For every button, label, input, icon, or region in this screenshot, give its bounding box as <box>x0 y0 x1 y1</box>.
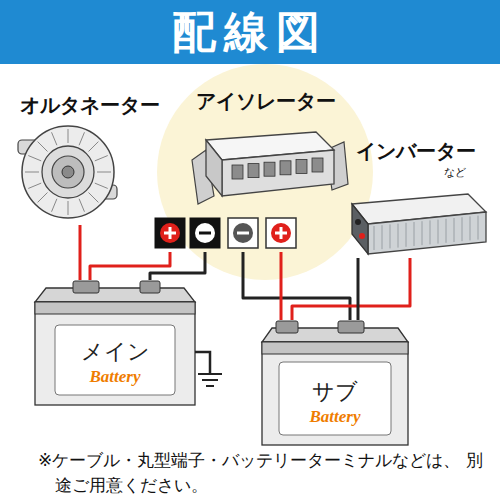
main-battery-picture <box>35 281 222 405</box>
wire <box>292 258 410 320</box>
node-sublabel: など <box>444 165 492 180</box>
node-label: アイソレーター <box>196 88 336 115</box>
isolator: アイソレーター <box>180 88 352 252</box>
alternator: オルタネーター <box>12 92 168 225</box>
inverter-picture <box>352 194 486 254</box>
node-sublabel: Battery <box>90 367 141 387</box>
isolator-picture <box>192 132 348 204</box>
wire <box>280 252 283 320</box>
title-band <box>0 0 500 64</box>
wire <box>79 225 82 280</box>
sub-battery-picture <box>262 321 408 445</box>
node-label: メイン <box>81 337 150 367</box>
main-battery: メインBattery <box>35 280 195 405</box>
wire <box>90 252 170 280</box>
highlight-circle <box>157 64 373 280</box>
caption-note: ※ケーブル・丸型端子・バッテリーターミナルなどは、 別途ご用意ください。 <box>38 448 488 497</box>
node-sublabel: Battery <box>310 407 361 427</box>
wire <box>357 258 360 320</box>
inverter: インバーターなど <box>340 138 492 258</box>
node-label: インバーター <box>356 138 476 165</box>
node-label: サブ <box>312 377 358 407</box>
node-label: オルタネーター <box>20 92 160 119</box>
alternator-picture <box>18 126 117 218</box>
sub-battery: サブBattery <box>262 320 408 445</box>
wire <box>150 252 205 280</box>
terminal-icons <box>155 218 296 248</box>
wire <box>243 252 350 320</box>
title: 配線図 <box>0 0 500 64</box>
